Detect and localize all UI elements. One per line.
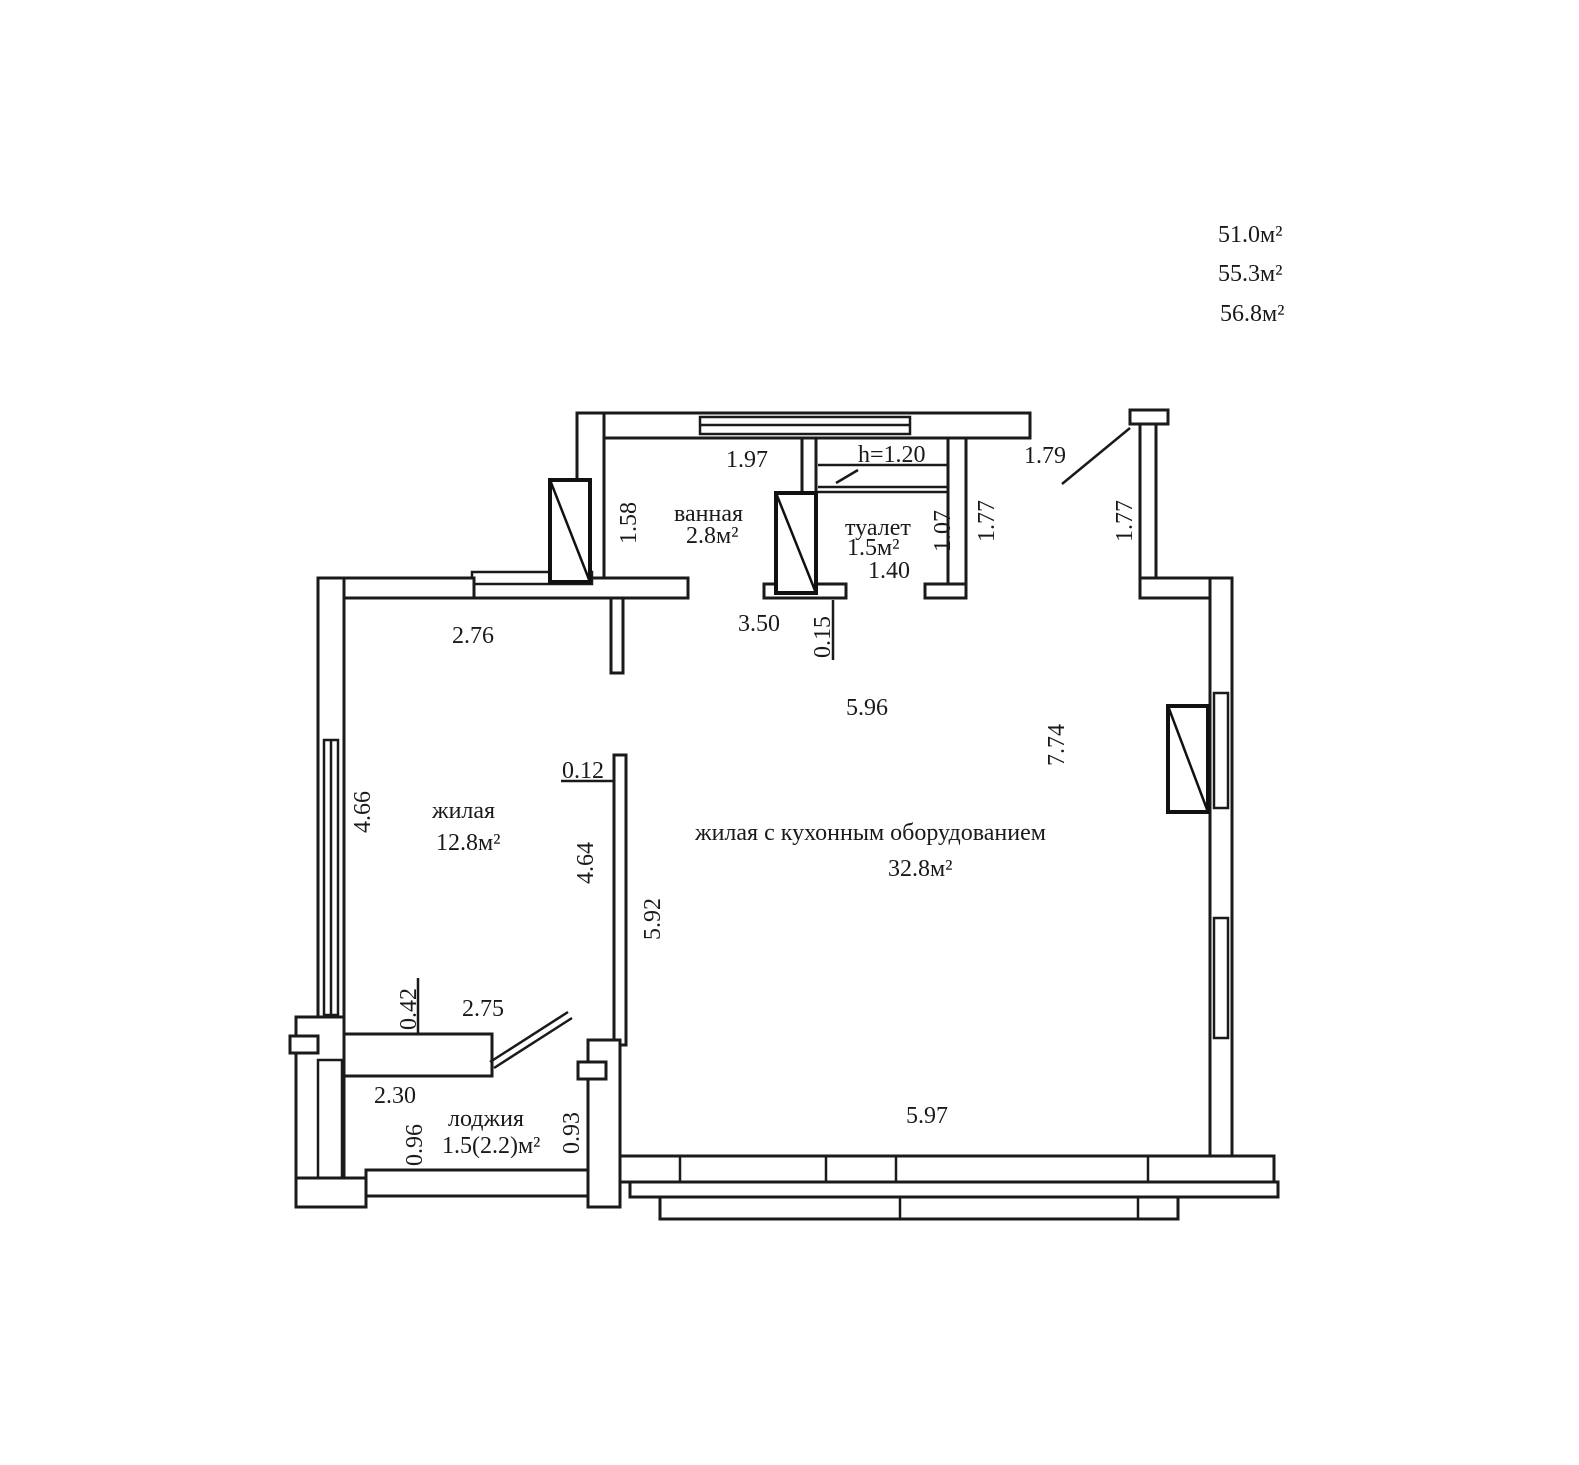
top-wall <box>575 411 1032 440</box>
dim-0-42: 0.42 <box>396 988 422 1030</box>
dim-5-92: 5.92 <box>640 898 666 940</box>
living-name: жилая <box>431 798 495 824</box>
dim-2-76: 2.76 <box>452 623 494 649</box>
toilet-area: 1.5м² <box>847 535 899 561</box>
loggia-area: 1.5(2.2)м² <box>442 1133 540 1159</box>
bottom-wall <box>618 1154 1280 1221</box>
dim-2-30: 2.30 <box>374 1083 416 1109</box>
kitchen-living-name: жилая с кухонным оборудованием <box>694 820 1046 846</box>
dim-7-74: 7.74 <box>1044 724 1070 766</box>
dim-0-93: 0.93 <box>559 1112 585 1154</box>
loggia-name: лоджия <box>448 1106 524 1132</box>
right-upper-wall <box>1061 408 1232 600</box>
dim-4-64: 4.64 <box>573 842 599 884</box>
total-area-with-loggia: 56.8м² <box>1220 301 1284 327</box>
dim-4-66: 4.66 <box>350 791 376 833</box>
living-area: 12.8м² <box>436 830 500 856</box>
dimension-marks <box>416 600 835 1034</box>
dim-5-97: 5.97 <box>906 1103 948 1129</box>
dim-3-50: 3.50 <box>738 611 780 637</box>
bathroom-area: 2.8м² <box>686 523 738 549</box>
ventilation-shaft-right <box>1166 704 1210 814</box>
dim-0-12: 0.12 <box>562 758 604 784</box>
dim-1-58: 1.58 <box>616 502 642 544</box>
ventilation-shaft-left <box>548 478 592 584</box>
toilet-name: туалет <box>845 515 911 541</box>
dim-1-07: 1.07 <box>930 510 956 552</box>
total-area-general: 55.3м² <box>1218 261 1282 287</box>
left-outer-wall <box>316 576 476 1022</box>
living-partition <box>612 753 628 1047</box>
dim-h-1-20: h=1.20 <box>858 442 926 468</box>
ventilation-shaft-middle <box>774 491 818 595</box>
dim-0-96: 0.96 <box>402 1124 428 1166</box>
dim-1-40: 1.40 <box>868 558 910 584</box>
dim-1-77-entrance: 1.77 <box>1112 500 1138 542</box>
dim-1-77-toilet: 1.77 <box>974 500 1000 542</box>
kitchen-living-area: 32.8м² <box>888 856 952 882</box>
dim-2-75: 2.75 <box>462 996 504 1022</box>
dim-1-97: 1.97 <box>726 447 768 473</box>
dim-5-96: 5.96 <box>846 695 888 721</box>
toilet-walls <box>818 436 968 600</box>
dim-1-79: 1.79 <box>1024 443 1066 469</box>
total-area-living: 51.0м² <box>1218 222 1282 248</box>
right-outer-wall <box>1208 576 1234 1158</box>
dim-0-15: 0.15 <box>810 616 836 658</box>
bathroom-name: ванная <box>674 501 743 527</box>
